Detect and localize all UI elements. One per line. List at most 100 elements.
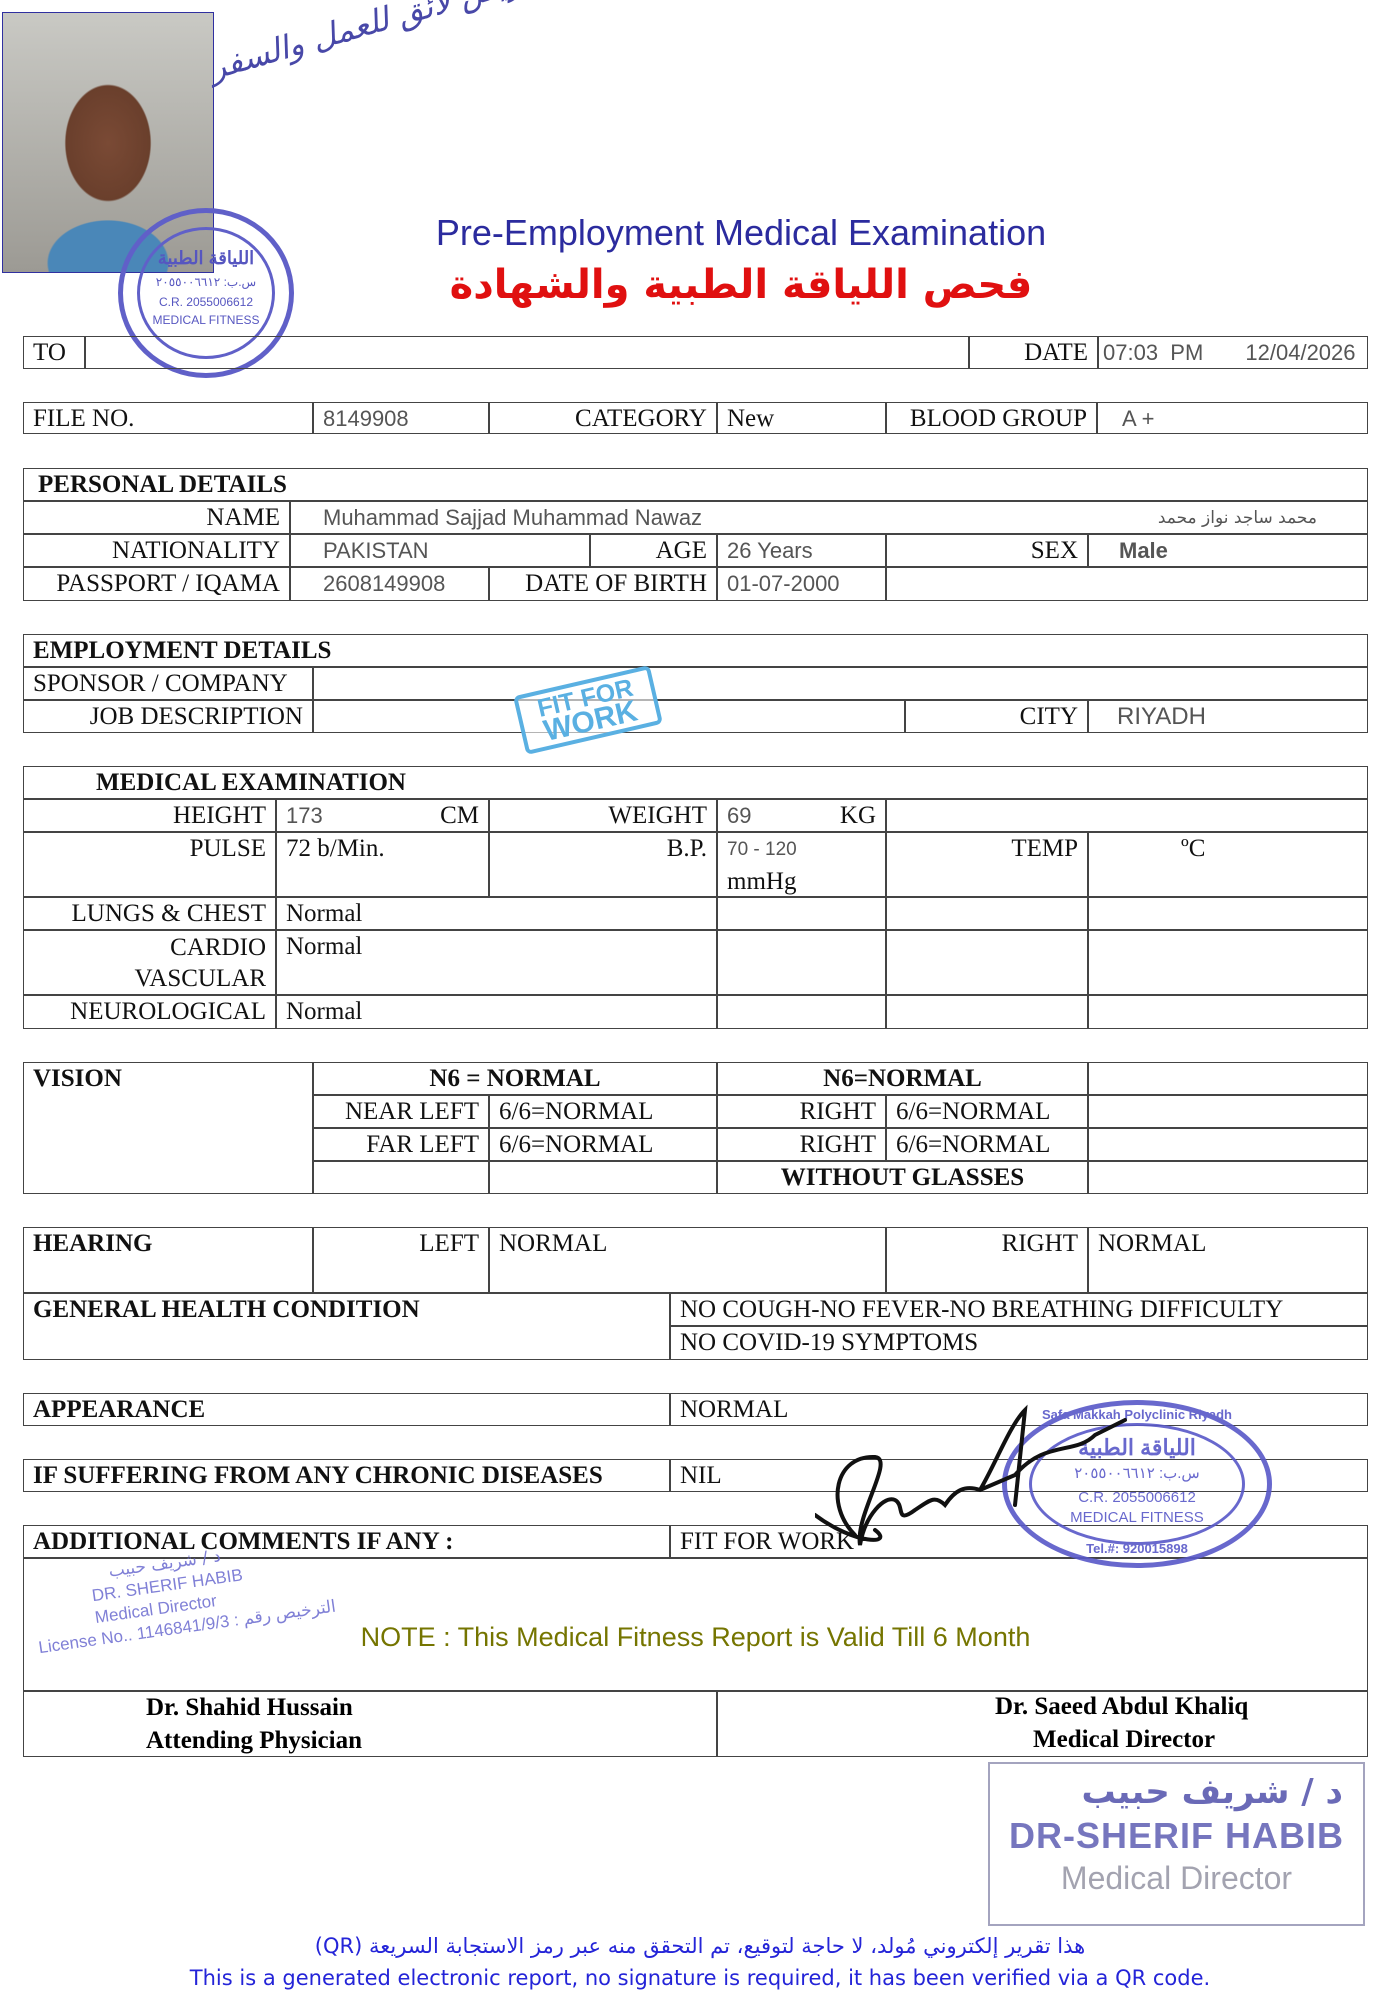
empty-cell <box>489 1161 717 1194</box>
near-right-value: 6/6=NORMAL <box>886 1095 1088 1128</box>
neuro-value: Normal <box>276 995 717 1029</box>
file-no-value: 8149908 <box>313 402 489 434</box>
empty-cell <box>1088 1095 1368 1128</box>
name-label: NAME <box>23 501 290 534</box>
sponsor-label: SPONSOR / COMPANY <box>23 667 313 700</box>
validity-note: NOTE : This Medical Fitness Report is Va… <box>360 1622 1031 1652</box>
stamp-line: DR-SHERIF HABIB <box>1009 1815 1344 1856</box>
stamp-line: د / شريف حبيب <box>1081 1772 1343 1812</box>
empty-cell <box>886 995 1088 1029</box>
empty-cell <box>1088 897 1368 930</box>
nationality-value: PAKISTAN <box>290 534 590 567</box>
to-value <box>85 336 969 369</box>
stamp-text: Tel.#: 920015898 <box>1086 1541 1188 1556</box>
note-box <box>23 1558 1368 1691</box>
dob-value: 01-07-2000 <box>717 567 886 601</box>
date-text: 12/04/2026 <box>1245 340 1356 365</box>
hearing-left-label: LEFT <box>313 1227 489 1293</box>
stamp-text: Safa Makkah Polyclinic Riyadh <box>1041 1407 1233 1422</box>
file-no-label: FILE NO. <box>23 402 313 434</box>
director-name: Dr. Saeed Abdul Khaliq <box>995 1693 1249 1720</box>
appearance-heading: APPEARANCE <box>23 1393 670 1426</box>
hearing-left-value: NORMAL <box>489 1227 886 1293</box>
name-arabic: محمد ساجد نواز محمد <box>1157 508 1317 528</box>
empty-cell <box>1088 995 1368 1029</box>
empty-cell <box>1088 1128 1368 1161</box>
nationality-label: NATIONALITY <box>23 534 290 567</box>
sex-label: SEX <box>886 534 1088 567</box>
far-right-label: RIGHT <box>717 1128 886 1161</box>
empty-cell <box>717 897 886 930</box>
title-arabic: فحص اللياقة الطبية والشهادة <box>449 262 1033 308</box>
bp-reading: 70 - 120 <box>727 839 797 860</box>
cardio-label-line: CARDIO <box>170 934 266 961</box>
date-value: 07:03 PM 12/04/2026 <box>1098 336 1368 369</box>
physician-title: Attending Physician <box>146 1727 363 1754</box>
personal-details-heading: PERSONAL DETAILS <box>23 468 1368 501</box>
general-health-heading: GENERAL HEALTH CONDITION <box>23 1293 670 1360</box>
near-left-value: 6/6=NORMAL <box>489 1095 717 1128</box>
empty-cell <box>313 1161 489 1194</box>
physician-signature-box <box>23 1691 717 1757</box>
near-right-label: RIGHT <box>717 1095 886 1128</box>
dob-label: DATE OF BIRTH <box>489 567 717 601</box>
empty-cell <box>886 567 1368 601</box>
physician-name: Dr. Shahid Hussain <box>146 1694 353 1721</box>
height-unit: CM <box>440 802 479 829</box>
hearing-heading: HEARING <box>23 1227 313 1293</box>
stamp-text: C.R. 2055006612 <box>158 295 254 309</box>
neuro-label: NEUROLOGICAL <box>23 995 276 1029</box>
vision-right-header: N6=NORMAL <box>717 1062 1088 1095</box>
empty-cell <box>1088 930 1368 995</box>
pulse-label: PULSE <box>23 832 276 897</box>
without-glasses: WITHOUT GLASSES <box>717 1161 1088 1194</box>
time-value: 07:03 PM <box>1103 340 1204 365</box>
stamp-text: MEDICAL FITNESS <box>152 313 260 327</box>
job-label: JOB DESCRIPTION <box>23 700 313 733</box>
stamp-text: س.ب: ٢٠٥٥٠٠٦٦١٢ <box>1074 1465 1200 1482</box>
empty-cell <box>886 799 1368 832</box>
stamp-text: اللياقة الطبية <box>1078 1435 1196 1460</box>
vision-left-header: N6 = NORMAL <box>313 1062 717 1095</box>
director-stamp: د / شريف حبيب DR-SHERIF HABIB Medical Di… <box>988 1762 1365 1926</box>
name-english: Muhammad Sajjad Muhammad Nawaz <box>323 505 703 530</box>
chronic-diseases-heading: IF SUFFERING FROM ANY CHRONIC DISEASES <box>23 1459 670 1492</box>
footer-english: This is a generated electronic report, n… <box>189 1966 1211 1990</box>
general-health-line-2: NO COVID-19 SYMPTOMS <box>670 1326 1368 1360</box>
footer-arabic: هذا تقرير إلكتروني مُولد، لا حاجة لتوقيع… <box>314 1934 1086 1958</box>
weight-number: 69 <box>727 803 752 828</box>
director-signature-box <box>717 1691 1368 1757</box>
weight-unit: KG <box>839 802 876 829</box>
age-value: 26 Years <box>717 534 886 567</box>
far-right-value: 6/6=NORMAL <box>886 1128 1088 1161</box>
cardio-label: CARDIO VASCULAR <box>23 930 276 995</box>
stamp-line: Medical Director <box>1060 1860 1293 1896</box>
clinic-stamp-top: اللياقة الطبية س.ب: ٢٠٥٥٠٠٦٦١٢ C.R. 2055… <box>118 208 294 378</box>
lungs-label: LUNGS & CHEST <box>23 897 276 930</box>
general-health-line-1: NO COUGH-NO FEVER-NO BREATHING DIFFICULT… <box>670 1293 1368 1326</box>
city-value: RIYADH <box>1088 700 1368 733</box>
near-left-label: NEAR LEFT <box>313 1095 489 1128</box>
temp-label: TEMP <box>886 832 1088 897</box>
height-number: 173 <box>286 803 323 828</box>
employment-details-heading: EMPLOYMENT DETAILS <box>23 634 1368 667</box>
height-value: 173 CM <box>276 799 489 832</box>
cardio-value: Normal <box>276 930 717 995</box>
temp-value: ºC <box>1088 832 1368 897</box>
name-value: Muhammad Sajjad Muhammad Nawaz محمد ساجد… <box>290 501 1368 534</box>
lungs-value: Normal <box>276 897 717 930</box>
weight-label: WEIGHT <box>489 799 717 832</box>
empty-cell <box>717 930 886 995</box>
hearing-right-value: NORMAL <box>1088 1227 1368 1293</box>
empty-cell <box>1088 1062 1368 1095</box>
empty-cell <box>886 897 1088 930</box>
far-left-value: 6/6=NORMAL <box>489 1128 717 1161</box>
sponsor-value <box>313 667 1368 700</box>
stamp-text: C.R. 2055006612 <box>1078 1489 1196 1506</box>
title-english: Pre-Employment Medical Examination <box>435 212 1047 253</box>
category-label: CATEGORY <box>489 402 717 434</box>
passport-value: 2608149908 <box>290 567 489 601</box>
city-label: CITY <box>905 700 1088 733</box>
age-label: AGE <box>590 534 717 567</box>
comments-heading: ADDITIONAL COMMENTS IF ANY : <box>23 1525 670 1558</box>
